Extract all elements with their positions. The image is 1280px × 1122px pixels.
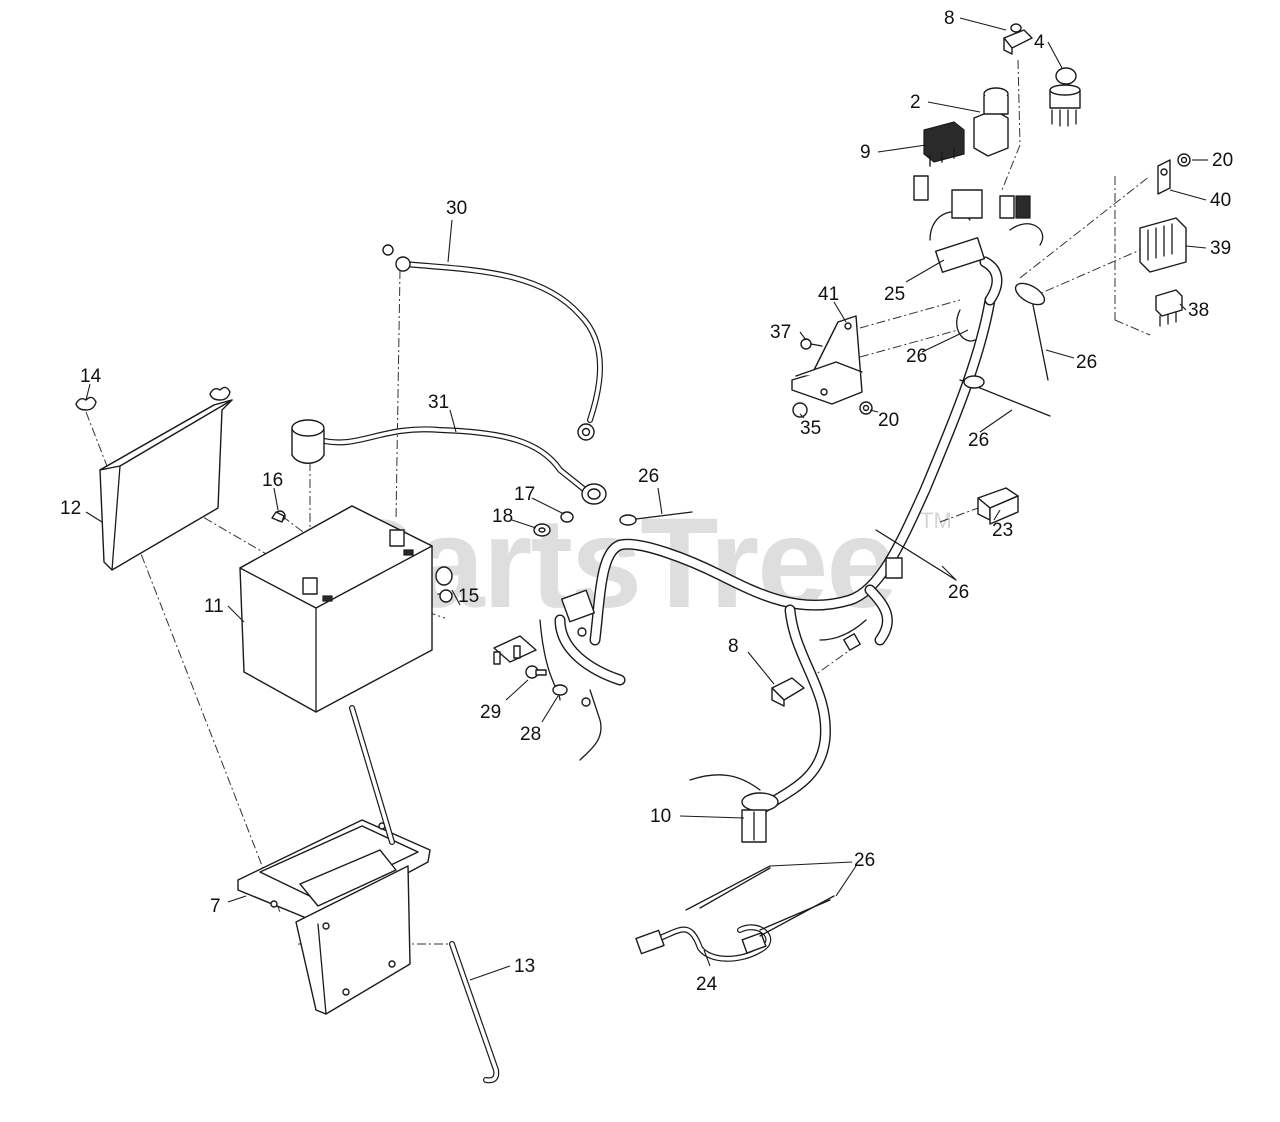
part-30-battery-cable bbox=[382, 244, 603, 441]
part-10-grommet-connector bbox=[741, 792, 779, 843]
callout-12: 12 bbox=[60, 498, 81, 519]
part-9-switch-dark bbox=[923, 121, 965, 167]
callout-16: 16 bbox=[262, 470, 283, 491]
part-20-nut-lower bbox=[859, 401, 873, 415]
callout-4: 4 bbox=[1034, 32, 1045, 53]
callout-11: 11 bbox=[204, 596, 224, 617]
callout-41: 41 bbox=[818, 284, 839, 305]
callout-38: 38 bbox=[1188, 300, 1209, 321]
part-23-connector bbox=[977, 487, 1019, 525]
callout-14: 14 bbox=[80, 366, 102, 387]
callout-9: 9 bbox=[860, 142, 871, 163]
callout-8-lower: 8 bbox=[728, 636, 739, 657]
callout-7: 7 bbox=[210, 896, 221, 917]
callout-17: 17 bbox=[514, 484, 535, 505]
callout-37: 37 bbox=[770, 322, 791, 343]
callout-26-a: 26 bbox=[906, 346, 927, 367]
callout-26-f: 26 bbox=[854, 850, 875, 871]
callout-25: 25 bbox=[884, 284, 905, 305]
callout-29: 29 bbox=[480, 702, 501, 723]
callout-numbers: 8 4 2 9 20 40 39 38 25 41 37 26 26 26 35… bbox=[60, 8, 1233, 995]
callout-26-c: 26 bbox=[968, 430, 989, 451]
part-15-bolt bbox=[435, 566, 453, 603]
callout-30: 30 bbox=[446, 198, 467, 219]
callout-15: 15 bbox=[458, 586, 479, 607]
callout-10: 10 bbox=[650, 806, 671, 827]
callout-26-e: 26 bbox=[638, 466, 659, 487]
callout-20-lower: 20 bbox=[878, 410, 899, 431]
part-17-nut bbox=[560, 511, 574, 523]
callout-40: 40 bbox=[1210, 190, 1231, 211]
part-2-switch bbox=[973, 87, 1009, 157]
part-41-mount-bracket bbox=[791, 315, 863, 405]
part-12-battery-cover bbox=[99, 399, 233, 571]
callout-28: 28 bbox=[520, 724, 541, 745]
part-8-connector-upper bbox=[1003, 23, 1033, 55]
callout-39: 39 bbox=[1210, 238, 1231, 259]
part-11-battery bbox=[239, 505, 433, 713]
callout-26-d: 26 bbox=[948, 582, 969, 603]
part-39-fuse-block bbox=[1139, 217, 1187, 273]
callout-13: 13 bbox=[514, 956, 535, 977]
callout-31: 31 bbox=[428, 392, 449, 413]
callout-24: 24 bbox=[696, 974, 718, 995]
leader-lines bbox=[85, 17, 1208, 981]
callout-26-b: 26 bbox=[1076, 352, 1097, 373]
callout-18: 18 bbox=[492, 506, 513, 527]
part-40-bracket bbox=[1157, 159, 1171, 195]
part-16-bolt bbox=[271, 510, 286, 523]
part-31-battery-cable bbox=[291, 419, 607, 505]
callout-35: 35 bbox=[800, 418, 821, 439]
part-35-plug bbox=[792, 402, 808, 418]
part-4-ignition-switch bbox=[1049, 67, 1081, 127]
callout-2: 2 bbox=[910, 92, 921, 113]
part-26-cable-tie bbox=[619, 282, 1051, 937]
watermark-trademark: TM bbox=[920, 508, 952, 533]
callout-8-upper: 8 bbox=[944, 8, 955, 29]
part-13-hold-down-rod bbox=[349, 705, 500, 1084]
part-7-battery-tray bbox=[237, 819, 431, 1015]
part-28-ring-terminal bbox=[552, 684, 591, 707]
part-main-wire-harness bbox=[539, 211, 1044, 816]
harness-connectors bbox=[493, 175, 1031, 665]
callout-20-upper: 20 bbox=[1212, 150, 1233, 171]
callout-23: 23 bbox=[992, 520, 1013, 541]
part-20-nut-upper bbox=[1177, 153, 1191, 167]
part-29-bolt bbox=[525, 665, 547, 679]
part-14-wing-nut bbox=[75, 386, 231, 411]
part-18-washer bbox=[533, 523, 551, 537]
part-8-connector-lower bbox=[771, 677, 805, 707]
part-37-screw bbox=[800, 338, 823, 350]
part-38-relay bbox=[1155, 289, 1183, 327]
part-24-sub-harness bbox=[635, 867, 831, 962]
